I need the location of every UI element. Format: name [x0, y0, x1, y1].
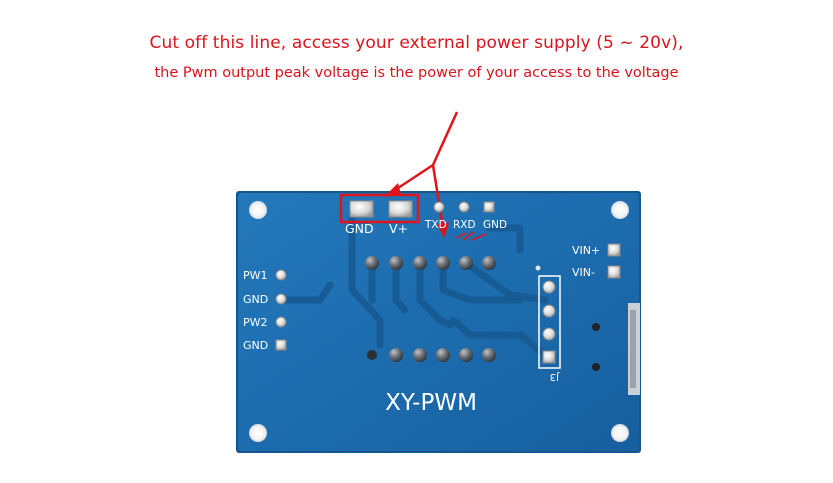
vin-pins	[607, 243, 621, 279]
label-pw1: PW1	[243, 269, 268, 282]
chip-solder-bottom-row	[367, 348, 496, 362]
power-pads	[349, 200, 413, 218]
label-rxd: RXD	[453, 219, 476, 231]
serial-pads	[433, 201, 495, 213]
label-gnd-pad: GND	[345, 221, 374, 236]
label-serial-gnd: GND	[483, 219, 507, 231]
chip-solder-top-row	[365, 256, 496, 270]
left-pins	[275, 269, 287, 351]
label-vin-minus: VIN-	[572, 266, 595, 279]
label-pw2: PW2	[243, 316, 268, 329]
j3-header	[535, 265, 600, 371]
label-left-gnd-2: GND	[243, 339, 268, 352]
label-left-gnd-1: GND	[243, 293, 268, 306]
label-vin-plus: VIN+	[572, 244, 600, 257]
label-txd: TXD	[424, 219, 447, 231]
label-vplus-pad: V+	[389, 221, 408, 236]
annotation-marks	[339, 111, 487, 241]
label-j3: J3	[550, 371, 560, 382]
caption-line-2: the Pwm output peak voltage is the power…	[154, 65, 679, 81]
mounting-holes	[249, 201, 629, 442]
caption-line-1: Cut off this line, access your external …	[149, 33, 684, 53]
board-model-label: XY-PWM	[385, 390, 477, 416]
pcb-traces	[281, 211, 549, 359]
